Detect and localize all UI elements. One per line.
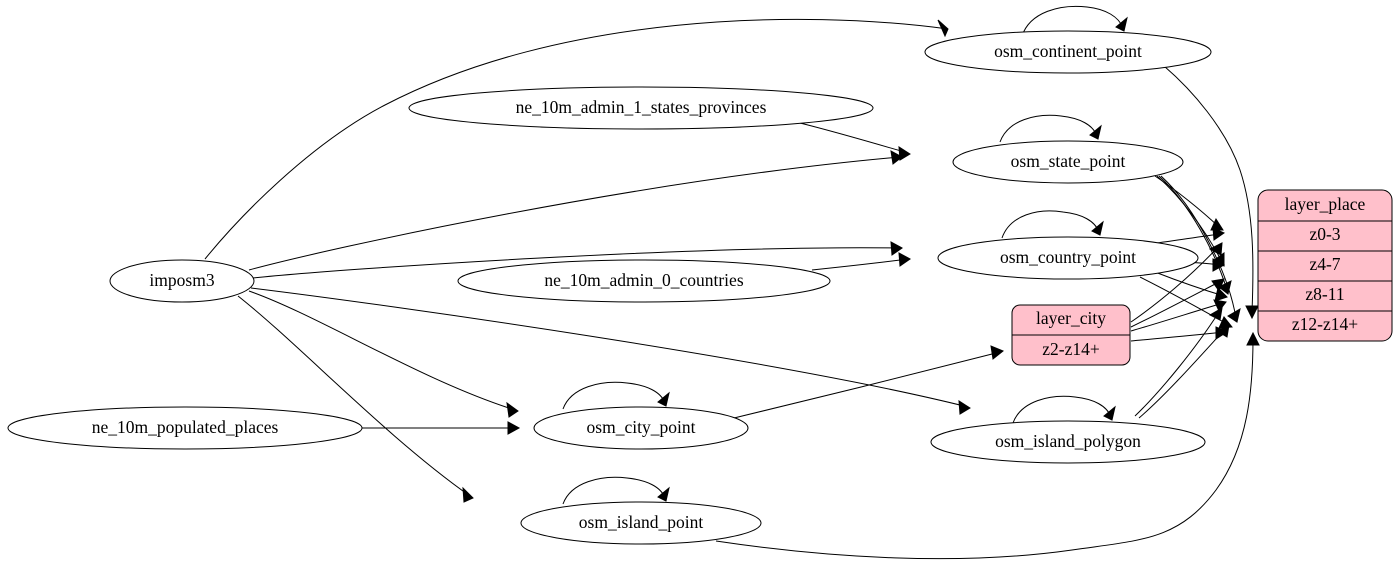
edge-layer-city-to-layer-place-z8 <box>1130 299 1227 332</box>
node-osm-continent-point[interactable]: osm_continent_point <box>924 30 1212 74</box>
node-osm-island-polygon[interactable]: osm_island_polygon <box>930 420 1206 464</box>
edge-osm-city-point-self-loop <box>562 381 670 410</box>
edge-osm-country-point-to-layer-place-z0 <box>1156 227 1226 244</box>
edge-osm-city-point-to-layer-city <box>733 345 1004 419</box>
edge-osm-island-polygon-to-layer-place-z8 <box>1134 307 1223 417</box>
layer-place-row-z8-11[interactable]: z8-11 <box>1305 284 1344 304</box>
layer-place-body <box>1257 189 1393 342</box>
edge-osm-island-point-to-layer-place-z12 <box>715 331 1260 560</box>
node-osm-country-point-label: osm_country_point <box>1000 247 1136 267</box>
edge-ne-countries-to-osm-country-point <box>811 252 911 271</box>
node-osm-state-point-label: osm_state_point <box>1011 151 1126 171</box>
layer-place-row-z0-3[interactable]: z0-3 <box>1309 224 1340 244</box>
node-osm-country-point[interactable]: osm_country_point <box>937 236 1199 280</box>
node-layer-place[interactable]: layer_place z0-3 z4-7 z8-11 z12-z14+ <box>1257 189 1393 342</box>
layer-city-row-z2-z14[interactable]: z2-z14+ <box>1042 339 1100 359</box>
edge-osm-state-point-to-layer-place-z8 <box>1158 175 1232 295</box>
edge-osm-continent-point-to-layer-place-z12 <box>1163 65 1259 320</box>
edge-osm-country-point-to-layer-place-z8 <box>1154 271 1228 302</box>
edge-ne-populated-to-osm-city-point <box>362 421 521 435</box>
node-osm-continent-point-label: osm_continent_point <box>994 41 1142 61</box>
edge-osm-island-polygon-to-layer-place-z12 <box>1138 324 1230 419</box>
edge-layer-city-to-layer-place-z4 <box>1130 278 1225 328</box>
edge-imposm3-to-osm-continent-point <box>204 18 949 260</box>
node-osm-island-point-label: osm_island_point <box>579 512 704 532</box>
edge-osm-country-point-self-loop <box>1001 210 1104 239</box>
node-ne-10m-populated-places-label: ne_10m_populated_places <box>92 417 279 437</box>
edge-layer-city-to-layer-place-z0 <box>1130 242 1223 323</box>
edge-imposm3-to-osm-country-point <box>252 241 903 279</box>
edge-ne-states-to-osm-state-point <box>799 122 911 161</box>
edge-osm-island-polygon-self-loop <box>1012 395 1116 424</box>
node-osm-city-point[interactable]: osm_city_point <box>533 406 749 450</box>
node-imposm3-label: imposm3 <box>149 270 214 290</box>
node-ne-10m-populated-places[interactable]: ne_10m_populated_places <box>7 406 363 450</box>
node-ne-10m-admin-1-states-provinces[interactable]: ne_10m_admin_1_states_provinces <box>408 86 874 130</box>
layer-place-row-z4-7[interactable]: z4-7 <box>1309 254 1340 274</box>
edge-osm-island-point-self-loop <box>562 476 670 505</box>
node-osm-state-point[interactable]: osm_state_point <box>952 140 1184 184</box>
edge-osm-continent-point-self-loop <box>1021 5 1128 37</box>
layer-place-row-z12-z14[interactable]: z12-z14+ <box>1292 314 1358 334</box>
edge-layer-city-to-layer-place-z12 <box>1130 326 1229 342</box>
node-imposm3[interactable]: imposm3 <box>109 259 255 303</box>
edge-imposm3-to-osm-island-polygon <box>250 287 971 415</box>
layer-place-title: layer_place <box>1285 194 1366 214</box>
edge-osm-state-point-self-loop <box>999 114 1102 143</box>
node-osm-island-point[interactable]: osm_island_point <box>520 501 762 545</box>
edge-imposm3-to-osm-city-point <box>248 290 519 418</box>
node-osm-city-point-label: osm_city_point <box>587 417 696 437</box>
node-ne-10m-admin-0-countries-label: ne_10m_admin_0_countries <box>544 270 743 290</box>
edge-osm-state-point-to-layer-place-z12 <box>1160 175 1241 323</box>
node-layer-city[interactable]: layer_city z2-z14+ <box>1011 304 1131 366</box>
edge-imposm3-to-osm-state-point <box>248 150 903 271</box>
layer-city-title: layer_city <box>1036 308 1106 328</box>
node-ne-10m-admin-1-states-provinces-label: ne_10m_admin_1_states_provinces <box>516 97 767 117</box>
node-ne-10m-admin-0-countries[interactable]: ne_10m_admin_0_countries <box>457 259 831 303</box>
edge-imposm3-to-osm-island-point <box>237 295 474 503</box>
node-osm-island-polygon-label: osm_island_polygon <box>995 431 1141 451</box>
